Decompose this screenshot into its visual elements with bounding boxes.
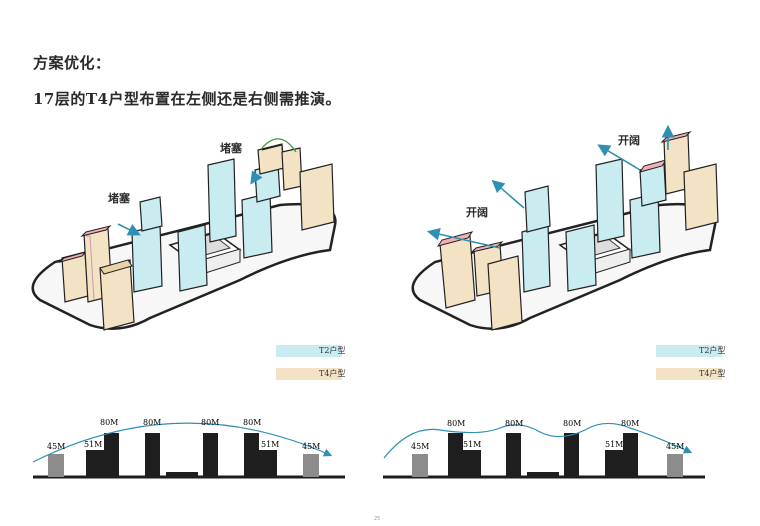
tower-t4-right-1 bbox=[660, 131, 692, 195]
legend-swatch-t2 bbox=[656, 345, 722, 357]
bar-80m bbox=[564, 433, 579, 477]
bar-51m bbox=[605, 450, 623, 477]
bar-80m bbox=[244, 433, 259, 477]
height-label: 51M bbox=[605, 440, 623, 449]
bar-45m bbox=[412, 454, 428, 477]
bar-80m bbox=[623, 433, 638, 477]
right-height-profile: 45M 80M 51M 80M 80M 51M 80M 45M bbox=[383, 419, 705, 479]
skyline-curve bbox=[32, 422, 333, 463]
height-label: 51M bbox=[463, 440, 481, 449]
bar-45m bbox=[667, 454, 683, 477]
bar-80m bbox=[506, 433, 521, 477]
section-title: 方案优化： bbox=[33, 54, 111, 72]
left-height-profile: 45M 51M 80M 80M 80M 80M 51M 45M bbox=[32, 418, 345, 479]
view-arrow-2 bbox=[250, 170, 263, 185]
page-number: 25 bbox=[374, 516, 381, 522]
height-label: 51M bbox=[84, 440, 102, 449]
bar-80m bbox=[104, 433, 119, 477]
tower-t2-b bbox=[524, 185, 551, 233]
height-label: 80M bbox=[447, 419, 465, 428]
height-label: 80M bbox=[100, 418, 118, 427]
tower-t4-right-2 bbox=[683, 163, 719, 231]
view-arrow-3 bbox=[597, 144, 641, 171]
left-massing-diagram: 堵塞 堵塞 bbox=[31, 138, 337, 331]
bar-45m bbox=[303, 454, 319, 477]
view-arrow-2 bbox=[491, 179, 525, 209]
legend-swatch-t2 bbox=[276, 345, 342, 357]
skyline-curve bbox=[383, 422, 693, 459]
height-label: 80M bbox=[143, 418, 161, 427]
section-subtitle: 17层的T4户型布置在左侧还是右侧需推演。 bbox=[33, 90, 341, 108]
bar-45m bbox=[48, 454, 64, 477]
legend-label-t4: T4户型 bbox=[319, 369, 346, 378]
bar-80m bbox=[448, 433, 463, 477]
tower-t4-left-3 bbox=[99, 259, 135, 331]
tower-t2-c bbox=[565, 224, 597, 292]
tower-t2-d bbox=[595, 158, 625, 243]
tower-t2-f bbox=[638, 159, 668, 207]
bar-80m bbox=[203, 433, 218, 477]
annotation-open-2: 开阔 bbox=[618, 133, 640, 147]
right-massing-diagram: 开阔 开阔 bbox=[411, 124, 719, 331]
tower-t2-b bbox=[139, 196, 163, 232]
bar-51m bbox=[463, 450, 481, 477]
tower-t4-left-3 bbox=[487, 255, 523, 331]
swap-arrow bbox=[261, 138, 297, 153]
bar-80m bbox=[145, 433, 160, 477]
height-label: 80M bbox=[505, 419, 523, 428]
height-label: 80M bbox=[243, 418, 261, 427]
height-label: 80M bbox=[563, 419, 581, 428]
annotation-open-1: 开阔 bbox=[466, 205, 488, 219]
legend-swatch-t4 bbox=[276, 368, 342, 380]
tower-t4-left-1 bbox=[436, 231, 476, 309]
view-arrow-1 bbox=[426, 227, 501, 249]
podium bbox=[166, 472, 198, 477]
height-label: 80M bbox=[621, 419, 639, 428]
view-arrow-1 bbox=[117, 223, 141, 236]
legend-swatch-t4 bbox=[656, 368, 722, 380]
height-label: 80M bbox=[201, 418, 219, 427]
tower-t2-d bbox=[207, 158, 237, 243]
tower-t2-c bbox=[177, 224, 208, 292]
podium bbox=[527, 472, 559, 477]
bar-51m bbox=[259, 450, 277, 477]
annotation-blocked-2: 堵塞 bbox=[220, 141, 243, 155]
height-label: 45M bbox=[666, 442, 684, 451]
height-label: 51M bbox=[261, 440, 279, 449]
height-label: 45M bbox=[411, 442, 429, 451]
bar-51m bbox=[86, 450, 104, 477]
height-label: 45M bbox=[302, 442, 320, 451]
legend-label-t4: T4户型 bbox=[699, 369, 726, 378]
annotation-blocked-1: 堵塞 bbox=[108, 191, 131, 205]
tower-t4-right-3 bbox=[299, 163, 335, 231]
legend-label-t2: T2户型 bbox=[699, 346, 726, 355]
height-label: 45M bbox=[47, 442, 65, 451]
legend-label-t2: T2户型 bbox=[319, 346, 346, 355]
